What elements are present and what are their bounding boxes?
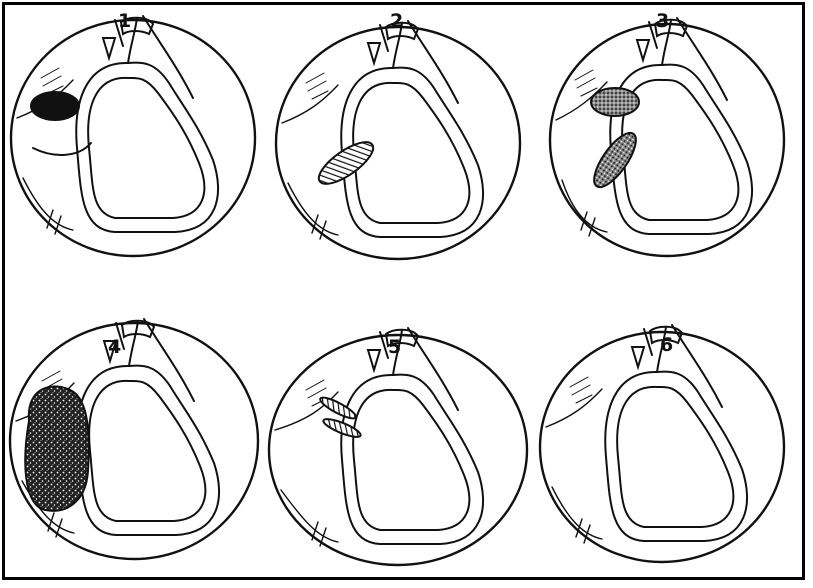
cavity-rim bbox=[341, 375, 483, 544]
inner-cavity bbox=[353, 390, 469, 530]
lesion-upper bbox=[31, 92, 79, 120]
inner-cavity bbox=[89, 381, 205, 521]
sketch-strokes bbox=[575, 70, 597, 96]
eardrum-outline bbox=[276, 27, 520, 259]
malleus-process bbox=[632, 347, 644, 367]
eardrum-panel-2 bbox=[276, 21, 520, 259]
malleus-handle bbox=[380, 23, 402, 68]
malleus-handle bbox=[115, 18, 137, 63]
lesion-upper bbox=[591, 88, 639, 116]
eardrum-panel-3 bbox=[550, 18, 784, 256]
lesion-large bbox=[25, 386, 88, 510]
cavity-rim bbox=[76, 63, 218, 232]
lesion-lower bbox=[313, 135, 379, 191]
malleus-process bbox=[637, 40, 649, 60]
malleus-process bbox=[103, 38, 115, 58]
sketch-strokes bbox=[41, 68, 63, 94]
sketch-strokes bbox=[306, 73, 328, 99]
membrane-folds bbox=[275, 392, 338, 546]
malleus-handle bbox=[116, 321, 138, 366]
malleus-process bbox=[368, 350, 380, 370]
eardrum-panel-4 bbox=[10, 319, 258, 559]
sketch-strokes bbox=[570, 377, 592, 403]
cavity-rim bbox=[77, 366, 219, 535]
malleus-process bbox=[104, 341, 116, 361]
inner-cavity bbox=[617, 387, 733, 527]
eardrum-panel-6 bbox=[540, 325, 784, 562]
inner-cavity bbox=[88, 78, 204, 218]
malleus-handle bbox=[649, 20, 671, 65]
lesion-lower-outline bbox=[33, 143, 91, 155]
cavity-rim bbox=[605, 372, 747, 541]
eardrum-panel-5 bbox=[269, 328, 527, 565]
eardrum-panel-1 bbox=[11, 16, 255, 256]
malleus-process bbox=[368, 43, 380, 63]
eardrum-outline bbox=[11, 20, 255, 256]
membrane-folds bbox=[546, 389, 602, 543]
